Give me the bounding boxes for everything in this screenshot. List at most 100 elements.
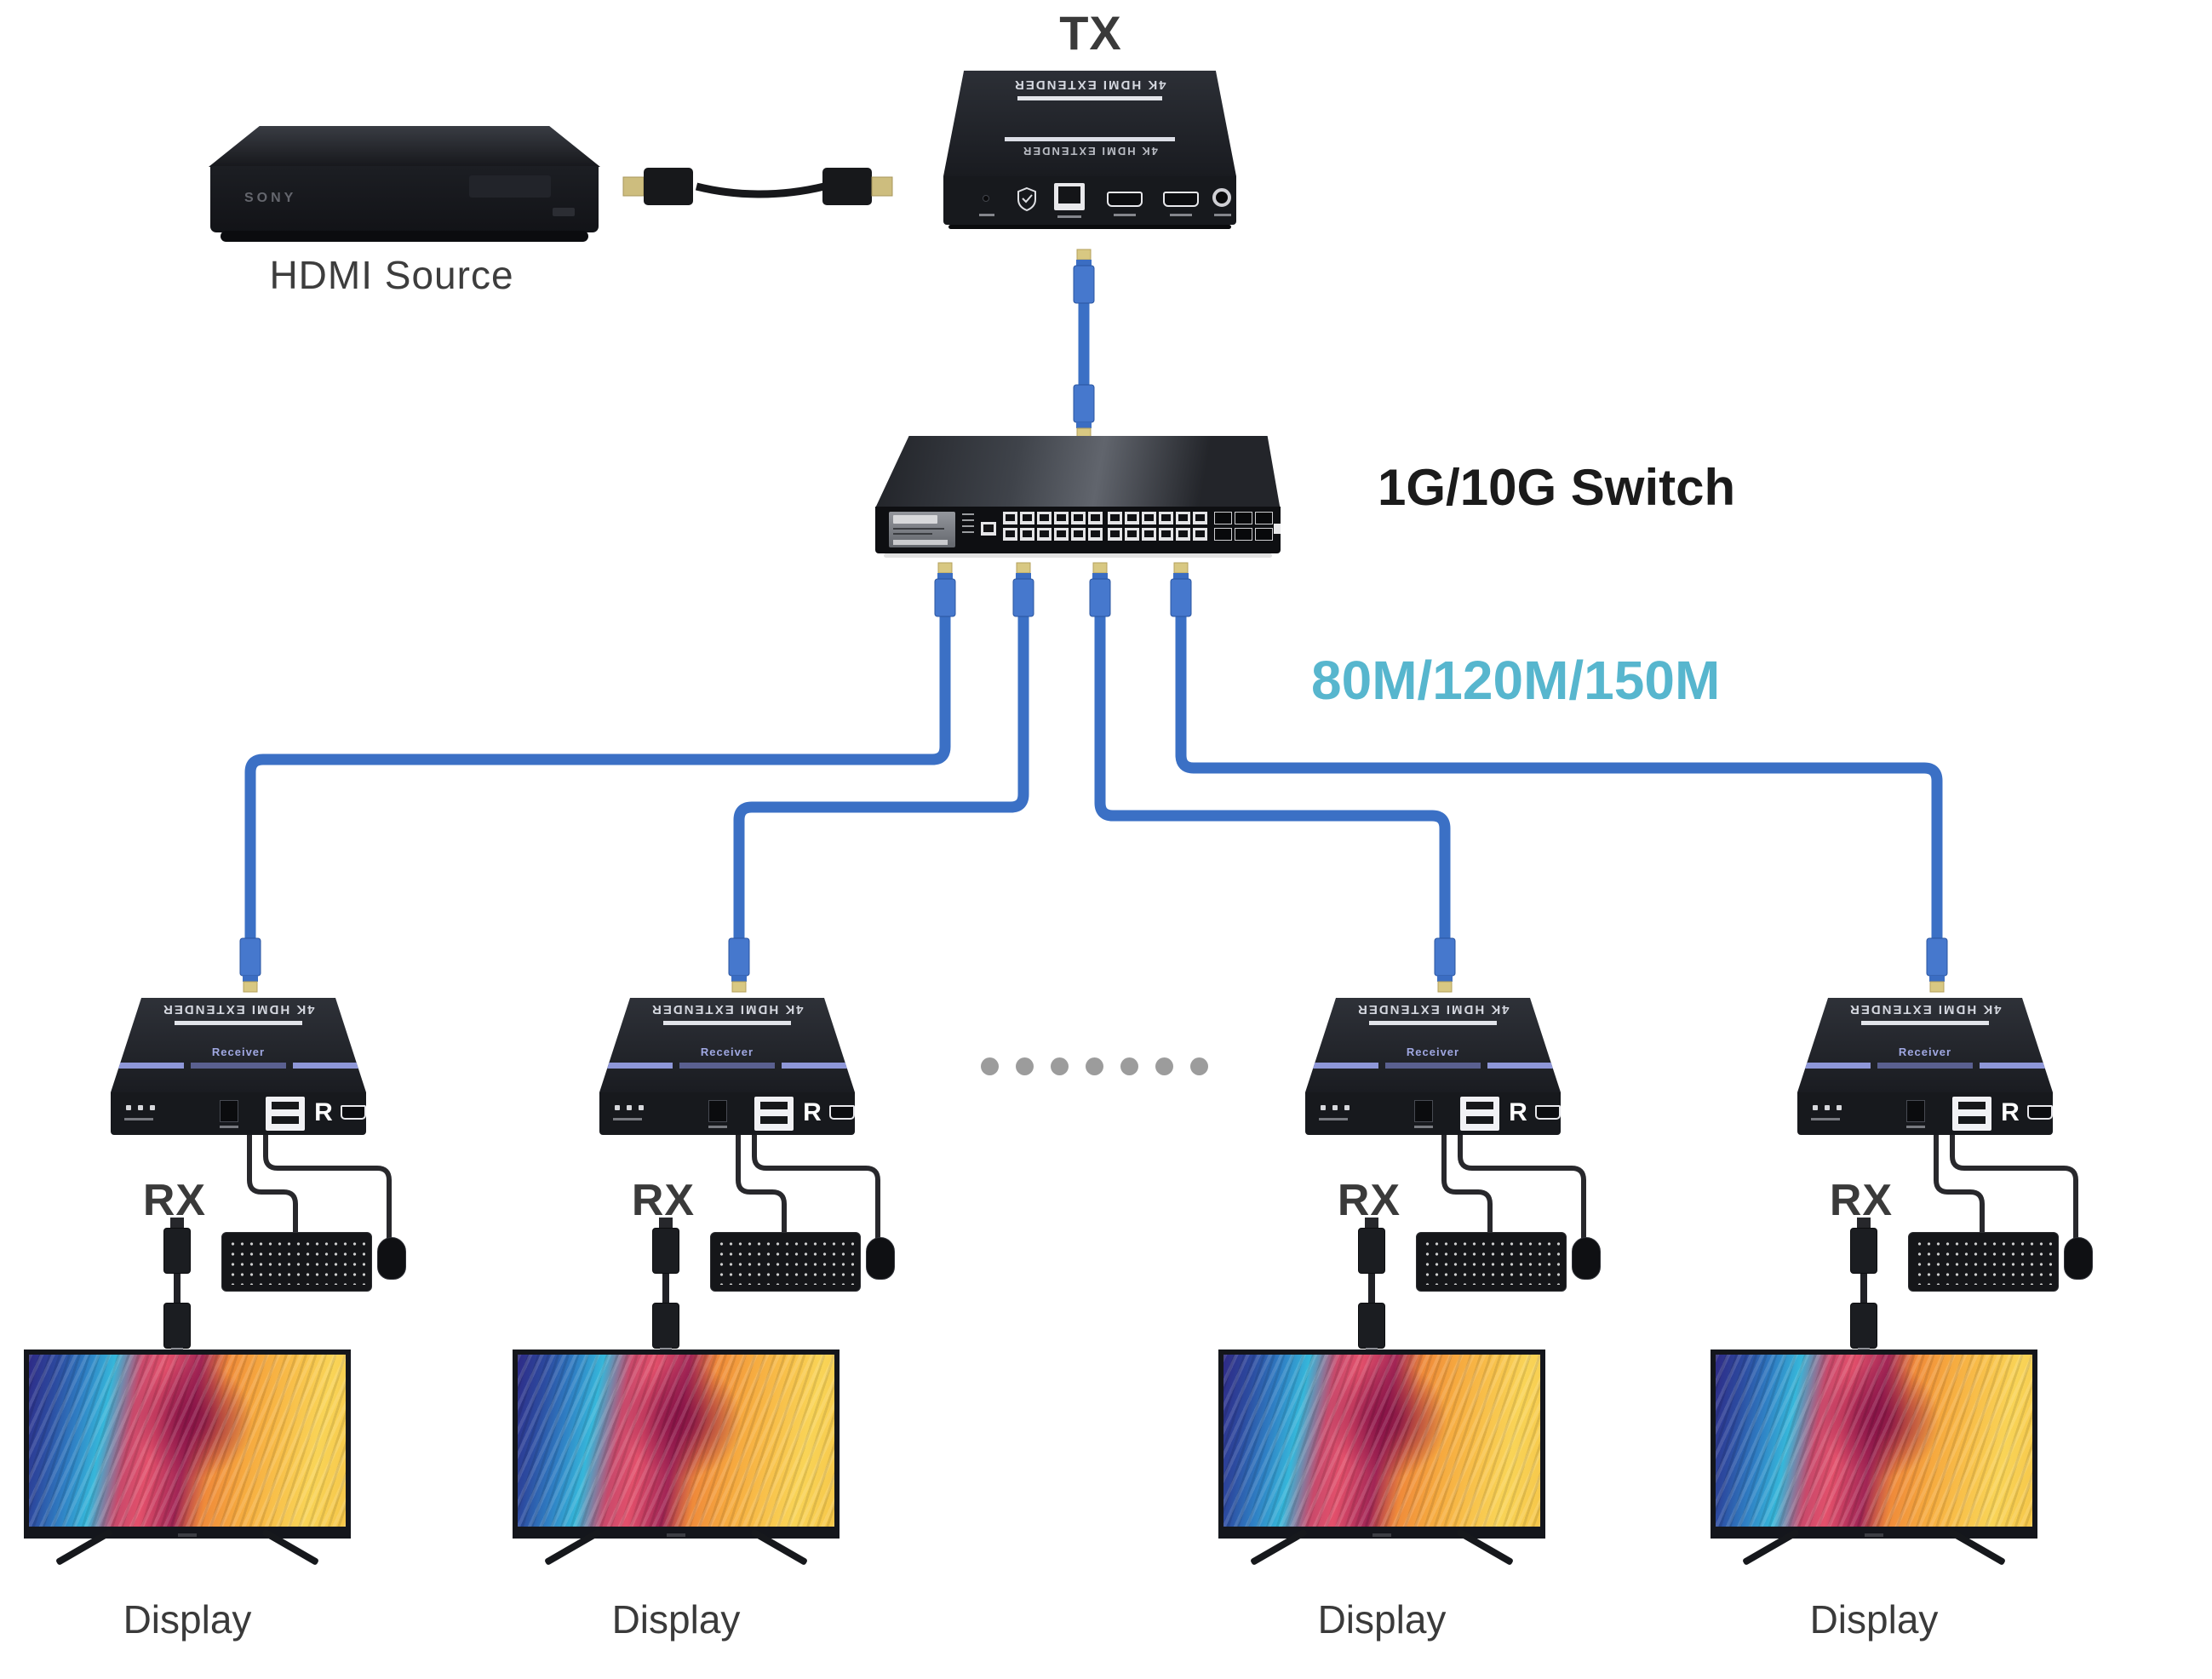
keyboard-cable xyxy=(1934,1130,1985,1237)
rx-extender-unit: 4K HDMI EXTENDER Receiver R xyxy=(111,998,366,1135)
tx-marking-bar xyxy=(1005,137,1175,141)
rx-top-face: 4K HDMI EXTENDER Receiver xyxy=(1305,998,1561,1092)
display-monitor xyxy=(1218,1350,1545,1566)
rx-marking-bar xyxy=(1861,1021,1989,1025)
display-bottom-bezel xyxy=(24,1532,351,1539)
tx-top-face: 4K HDMI EXTENDER 4K HDMI EXTENDER xyxy=(943,71,1236,176)
rj45-port xyxy=(1108,512,1122,524)
rx-top-face: 4K HDMI EXTENDER Receiver xyxy=(111,998,366,1092)
ethernet-cable-4 xyxy=(1175,610,1943,940)
usb-port-label: R xyxy=(803,1098,822,1126)
rj45-port xyxy=(1176,512,1190,524)
port-bank-2 xyxy=(1108,512,1207,541)
tx-label: TX xyxy=(1059,6,1122,60)
hdmi-out-port xyxy=(829,1105,855,1120)
rx-extender-unit: 4K HDMI EXTENDER Receiver R xyxy=(1305,998,1561,1135)
rx-top-face: 4K HDMI EXTENDER Receiver xyxy=(1797,998,2053,1092)
receiver-marking: Receiver xyxy=(1406,1046,1460,1058)
mouse xyxy=(2064,1237,2093,1280)
display-monitor xyxy=(24,1350,351,1566)
port-bank-1 xyxy=(1003,512,1103,541)
rj45-port xyxy=(1193,528,1207,541)
receiver-marking: Receiver xyxy=(211,1046,266,1058)
rj45-out-port xyxy=(1054,183,1085,210)
display-bottom-bezel xyxy=(1218,1532,1545,1539)
display-label: Display xyxy=(1317,1597,1447,1642)
rj45-port xyxy=(1176,528,1190,541)
rj45-port xyxy=(1020,528,1034,541)
rx-receiver-group: 4K HDMI EXTENDER Receiver R RX xyxy=(1704,962,2180,1679)
mouse xyxy=(1572,1237,1601,1280)
rx-stripe-decals xyxy=(599,1063,855,1069)
rj45-port xyxy=(1071,528,1086,541)
reset-hole xyxy=(983,195,989,202)
power-port xyxy=(708,1100,727,1128)
display-bottom-bezel xyxy=(513,1532,840,1539)
rx-top-marking: 4K HDMI EXTENDER xyxy=(1356,1002,1510,1017)
led-labels xyxy=(613,1118,642,1120)
rx-stripe-decals xyxy=(1305,1063,1561,1069)
usb-ports xyxy=(266,1097,305,1131)
rj45-port xyxy=(1037,528,1052,541)
display-label: Display xyxy=(1809,1597,1939,1642)
display-label: Display xyxy=(611,1597,741,1642)
rx-extender-unit: 4K HDMI EXTENDER Receiver R xyxy=(599,998,855,1135)
dc-power-jack xyxy=(1212,188,1231,207)
sfp-port xyxy=(1255,512,1273,524)
tx-marking-bar xyxy=(1017,96,1162,100)
power-port xyxy=(220,1100,238,1128)
rx-label: RX xyxy=(1337,1176,1401,1225)
port-label xyxy=(1114,214,1136,216)
switch-top-face xyxy=(875,436,1281,507)
rx-top-face: 4K HDMI EXTENDER Receiver xyxy=(599,998,855,1092)
rj45-port xyxy=(1108,528,1122,541)
display-screen xyxy=(1711,1350,2037,1532)
tx-front-face xyxy=(943,176,1236,225)
keyboard xyxy=(1908,1232,2059,1292)
rj45-port xyxy=(1088,512,1103,524)
hdmi-in-port xyxy=(1107,192,1143,207)
switch-front-face xyxy=(875,507,1281,553)
rj45-port xyxy=(1142,512,1156,524)
display-monitor xyxy=(1711,1350,2037,1566)
display-bottom-bezel xyxy=(1711,1532,2037,1539)
ethernet-cable-3 xyxy=(1094,610,1451,940)
keyboard xyxy=(221,1232,372,1292)
keyboard xyxy=(710,1232,861,1292)
rx-receiver-group: 4K HDMI EXTENDER Receiver R RX xyxy=(1212,962,1688,1679)
mouse-cable xyxy=(1950,1130,2078,1242)
rj45-port xyxy=(1003,528,1017,541)
mouse-cable xyxy=(1458,1130,1586,1242)
power-port xyxy=(1906,1100,1925,1128)
rj45-port xyxy=(1159,528,1173,541)
rx-receiver-group: 4K HDMI EXTENDER Receiver R RX xyxy=(17,962,494,1679)
switch-reset-button xyxy=(1274,524,1281,534)
usb-port-label: R xyxy=(2001,1098,2020,1126)
rj45-port xyxy=(1193,512,1207,524)
usb-ports xyxy=(754,1097,794,1131)
hdmi-out-port xyxy=(2027,1105,2053,1120)
usb-port-label: R xyxy=(314,1098,333,1126)
source-base xyxy=(221,231,588,242)
led-labels xyxy=(1319,1118,1348,1120)
sfp-port xyxy=(1235,528,1252,541)
hdmi-out-port xyxy=(1535,1105,1561,1120)
tx-extender-unit: 4K HDMI EXTENDER 4K HDMI EXTENDER xyxy=(943,71,1236,229)
rx-marking-bar xyxy=(1369,1021,1497,1025)
hdcp-shield-icon xyxy=(1017,186,1036,212)
rj45-port xyxy=(1020,512,1034,524)
sfp-port xyxy=(1235,512,1252,524)
rx-receiver-group: 4K HDMI EXTENDER Receiver R RX xyxy=(506,962,983,1679)
port-label xyxy=(1214,214,1231,216)
sfp-port xyxy=(1255,528,1273,541)
console-port xyxy=(981,522,996,536)
switch-logo xyxy=(893,515,937,524)
power-port xyxy=(1414,1100,1433,1128)
usb-ports xyxy=(1460,1097,1499,1131)
switch-to-rx-cables xyxy=(244,610,1943,940)
mouse-cable xyxy=(752,1130,880,1242)
network-switch xyxy=(872,433,1284,562)
keyboard-cable xyxy=(1441,1130,1493,1237)
tx-top-marking: 4K HDMI EXTENDER xyxy=(1022,145,1158,158)
